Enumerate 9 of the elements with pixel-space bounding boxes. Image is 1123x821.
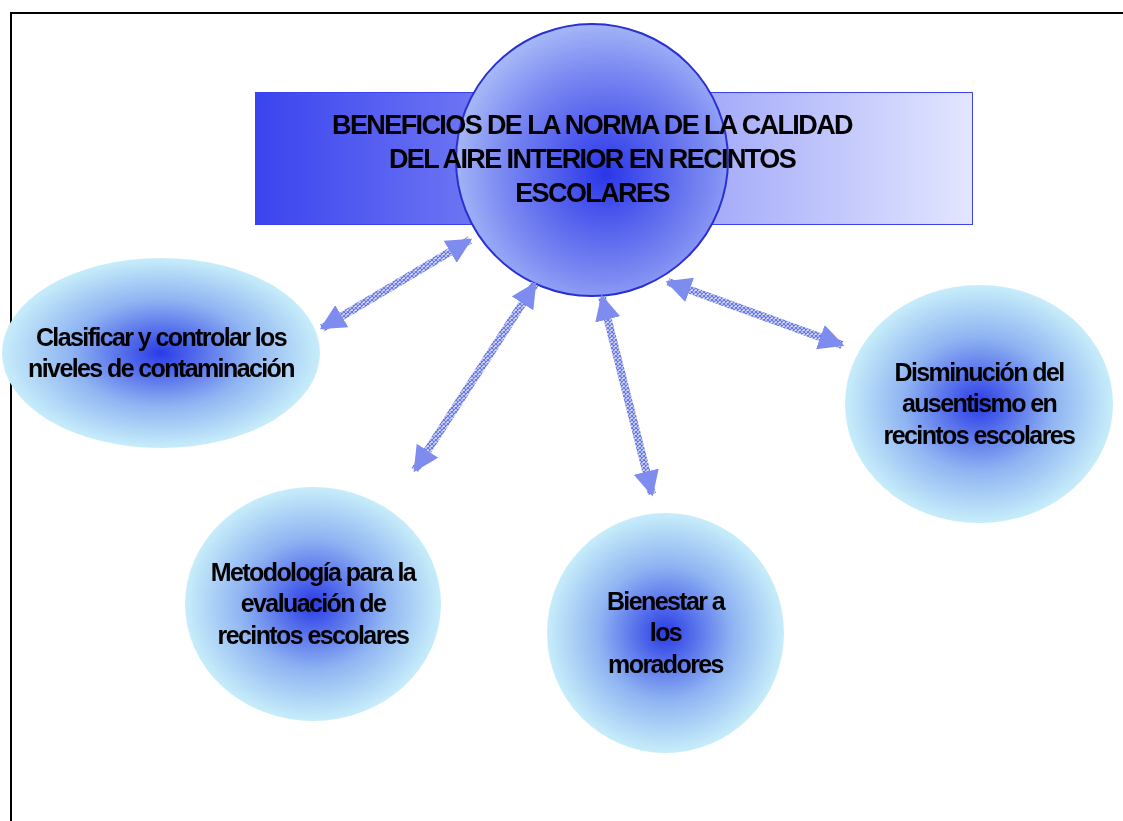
double-arrow bbox=[595, 294, 659, 497]
double-arrow bbox=[411, 281, 539, 473]
center-label: BENEFICIOS DE LA NORMA DE LA CALIDAD DEL AIRE INTERIOR EN RECINTOS ESCOLARES bbox=[332, 109, 852, 210]
benefit-label: Clasificar y controlar los niveles de contaminación bbox=[27, 321, 295, 384]
double-arrow bbox=[319, 236, 473, 332]
benefit-label: Disminución del ausentismo en recintos escolares bbox=[882, 357, 1076, 451]
benefit-label: Metodología para la evaluación de recintos escolares bbox=[209, 557, 417, 651]
benefit-label: Bienestar a los moradores bbox=[605, 586, 726, 680]
double-arrow bbox=[665, 277, 845, 350]
